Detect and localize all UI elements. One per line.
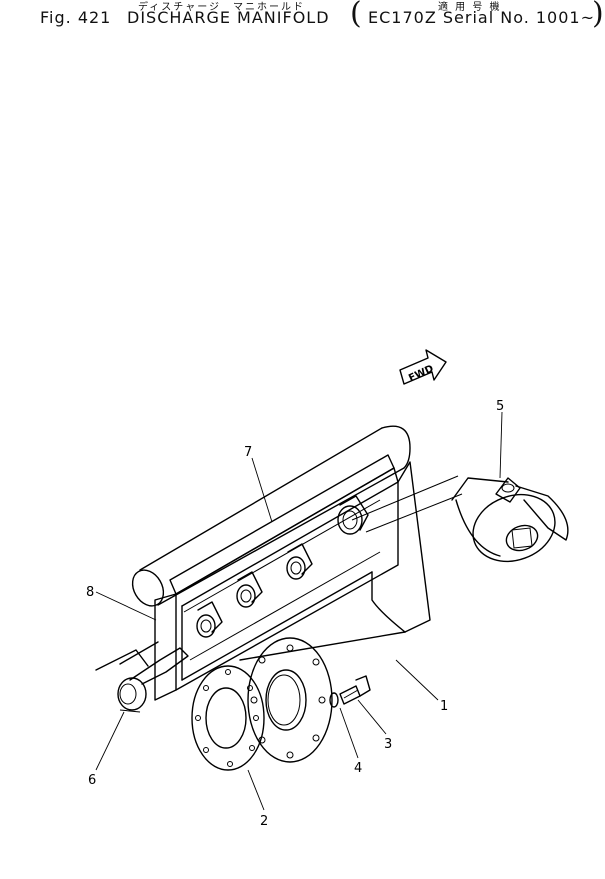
part-5-ball-valve [451,477,569,563]
callout-3: 3 [384,737,392,752]
callout-7: 7 [244,445,252,460]
figure-title-kana: ディスチャージ マニホールド [138,2,305,13]
callout-5: 5 [496,399,504,414]
part-1-flange [247,637,333,763]
manifold-outlet-nozzles [196,495,369,638]
figure-title: DISCHARGE MANIFOLD [127,8,330,27]
leader-lines [95,411,503,811]
callout-1: 1 [440,699,448,714]
valve-5-connection-line-lower [365,493,463,533]
callout-8: 8 [86,585,94,600]
part-4-washer [329,692,339,708]
valve-5-connection-line [351,475,459,521]
part-2-gasket [191,665,265,771]
figure-number: Fig. 421 [40,8,112,27]
applicability-close-paren: ) [592,0,604,31]
applicability-kana: 適 用 号 機 [438,2,502,13]
fwd-label: FWD [407,363,435,384]
part-6-small-valve [95,641,189,713]
part-7-top-pipe [131,425,411,607]
applicability-open-paren: ( [350,0,362,31]
fwd-direction-arrow: FWD [399,349,447,385]
applicability-serial: EC170Z Serial No. 1001~ [368,8,595,27]
callout-2: 2 [260,814,268,829]
callout-4: 4 [354,761,362,776]
part-3-bolt [339,675,371,705]
callout-6: 6 [88,773,96,788]
part-8-manifold-body [154,454,431,701]
